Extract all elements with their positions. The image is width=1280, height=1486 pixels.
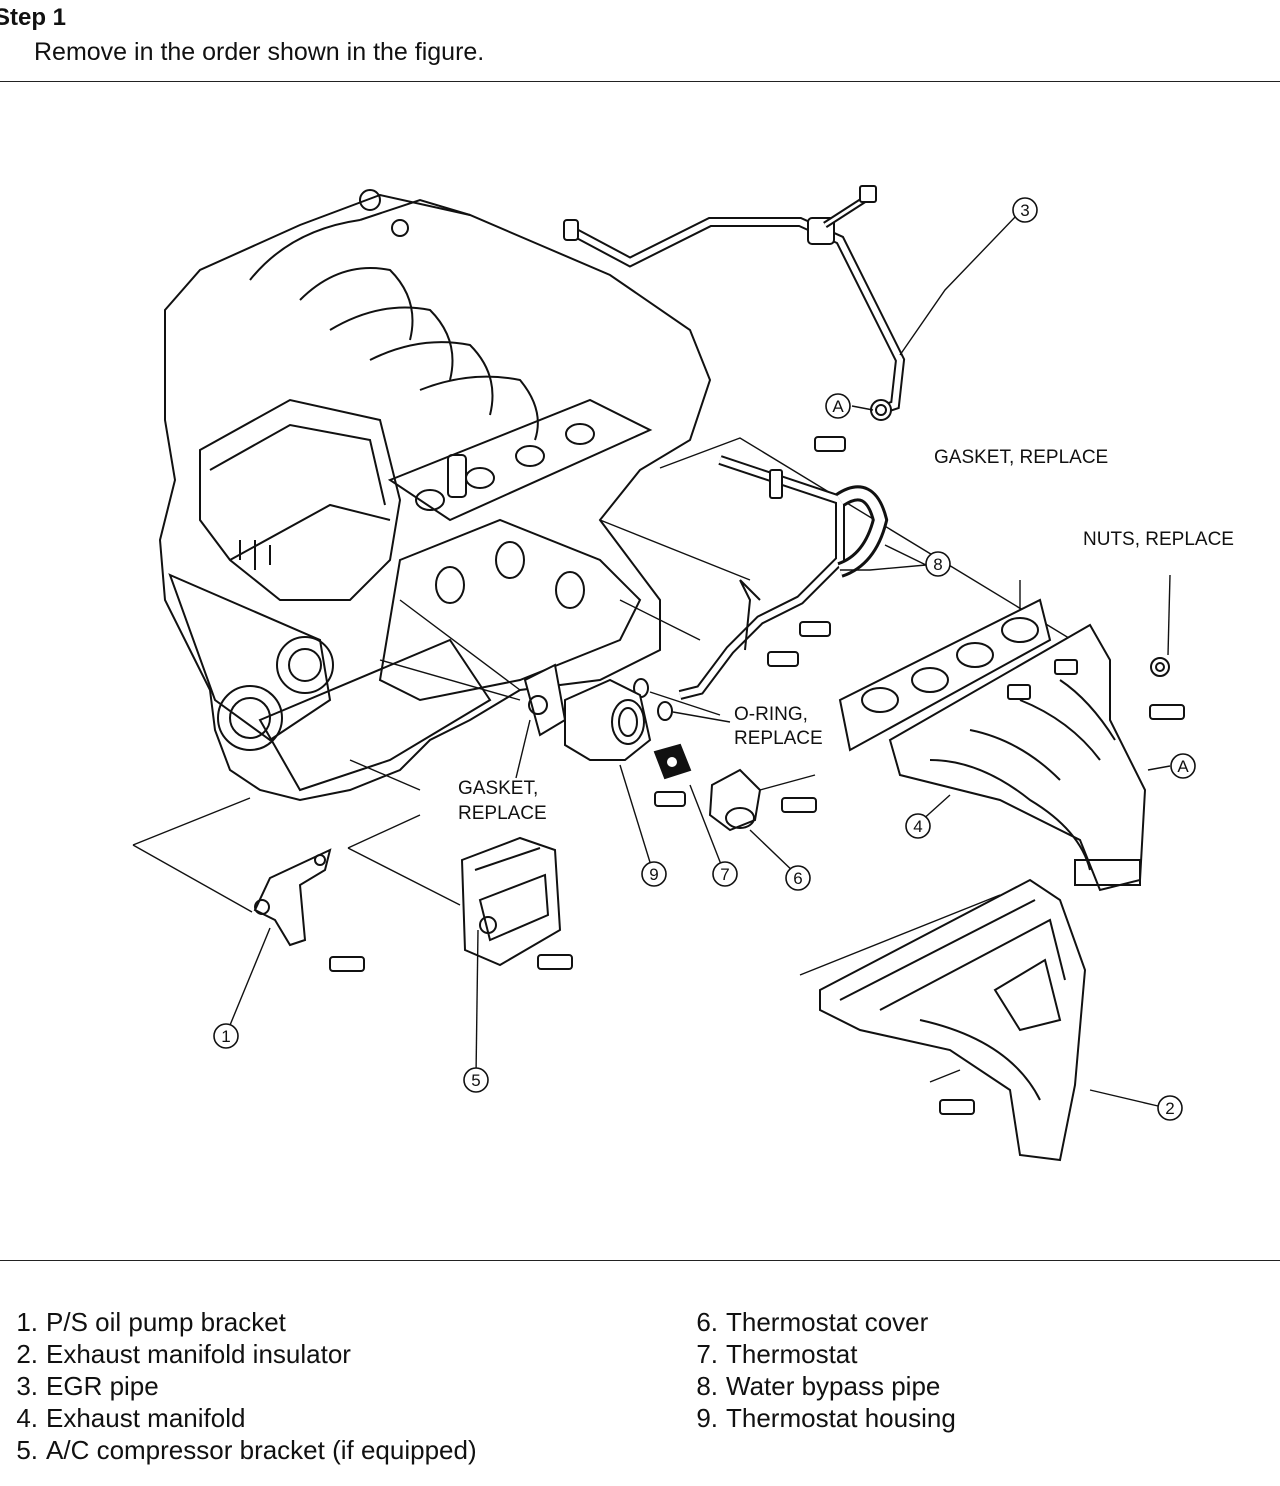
callout-a-egr: A: [832, 397, 844, 416]
thermostat-cover: [708, 768, 817, 832]
exploded-parts-diagram: 3 8 4 9 7 6 1 5 2 A A GASKET, REPLACE NU…: [132, 185, 1234, 1162]
legend-text: Thermostat housing: [726, 1403, 956, 1433]
legend-item: 7. Thermostat: [680, 1339, 858, 1370]
step-title: Step 1: [0, 4, 67, 31]
water-bypass-pipe: [678, 436, 889, 700]
callout-1: 1: [221, 1027, 230, 1046]
bottom-divider: [0, 1260, 1280, 1261]
callout-4: 4: [913, 817, 922, 836]
legend-item: 3. EGR pipe: [0, 1371, 159, 1402]
callout-5: 5: [471, 1071, 480, 1090]
callout-6: 6: [793, 869, 802, 888]
legend-text: A/C compressor bracket (if equipped): [46, 1435, 477, 1465]
label-oring-line1: O-RING,: [734, 704, 808, 725]
legend-number: 9.: [696, 1403, 718, 1433]
exhaust-manifold-insulator: [819, 878, 1087, 1162]
exhaust-manifold: [888, 574, 1185, 892]
legend-item: 8. Water bypass pipe: [680, 1371, 940, 1402]
label-nuts-replace: NUTS, REPLACE: [1083, 529, 1234, 550]
legend-item: 2. Exhaust manifold insulator: [0, 1339, 351, 1370]
callout-8: 8: [933, 555, 942, 574]
legend-item: 6. Thermostat cover: [680, 1307, 928, 1338]
legend-number: 3.: [16, 1371, 38, 1401]
legend-text: Thermostat: [726, 1339, 858, 1369]
ac-compressor-bracket: [460, 836, 573, 970]
legend-text: Thermostat cover: [726, 1307, 929, 1337]
engine-block: [158, 189, 712, 802]
ps-oil-pump-bracket: [253, 848, 365, 972]
legend-number: 5.: [16, 1435, 38, 1465]
legend-text: Exhaust manifold: [46, 1403, 246, 1433]
legend-number: 1.: [16, 1307, 38, 1337]
legend-number: 2.: [16, 1339, 38, 1369]
legend-number: 8.: [696, 1371, 718, 1401]
thermostat-housing: [523, 663, 686, 807]
legend-number: 4.: [16, 1403, 38, 1433]
guide-lines: [132, 437, 1106, 1083]
legend-text: P/S oil pump bracket: [46, 1307, 286, 1337]
top-divider: [0, 81, 1280, 82]
callout-9: 9: [649, 865, 658, 884]
step-instruction: Remove in the order shown in the figure.: [34, 38, 485, 66]
legend-text: Water bypass pipe: [726, 1371, 941, 1401]
thermostat: [653, 743, 692, 780]
manifold-gasket: [838, 580, 1052, 752]
legend-number: 6.: [696, 1307, 718, 1337]
callout-circles: [213, 197, 1196, 1121]
label-gasket-housing-line1: GASKET,: [458, 778, 538, 799]
callout-3: 3: [1020, 201, 1029, 220]
legend-number: 7.: [696, 1339, 718, 1369]
callout-a-manifold: A: [1177, 757, 1189, 776]
label-gasket-replace: GASKET, REPLACE: [934, 447, 1108, 468]
callout-2: 2: [1165, 1099, 1174, 1118]
legend-item: 1. P/S oil pump bracket: [0, 1307, 286, 1338]
label-oring-line2: REPLACE: [734, 728, 823, 749]
legend-item: 5. A/C compressor bracket (if equipped): [0, 1435, 477, 1466]
legend-text: Exhaust manifold insulator: [46, 1339, 351, 1369]
legend-item: 9. Thermostat housing: [680, 1403, 956, 1434]
legend-text: EGR pipe: [46, 1371, 159, 1401]
label-gasket-housing-line2: REPLACE: [458, 803, 547, 824]
egr-pipe: [563, 185, 906, 421]
o-rings: [633, 678, 731, 723]
callout-7: 7: [720, 865, 729, 884]
legend-item: 4. Exhaust manifold: [0, 1403, 245, 1434]
